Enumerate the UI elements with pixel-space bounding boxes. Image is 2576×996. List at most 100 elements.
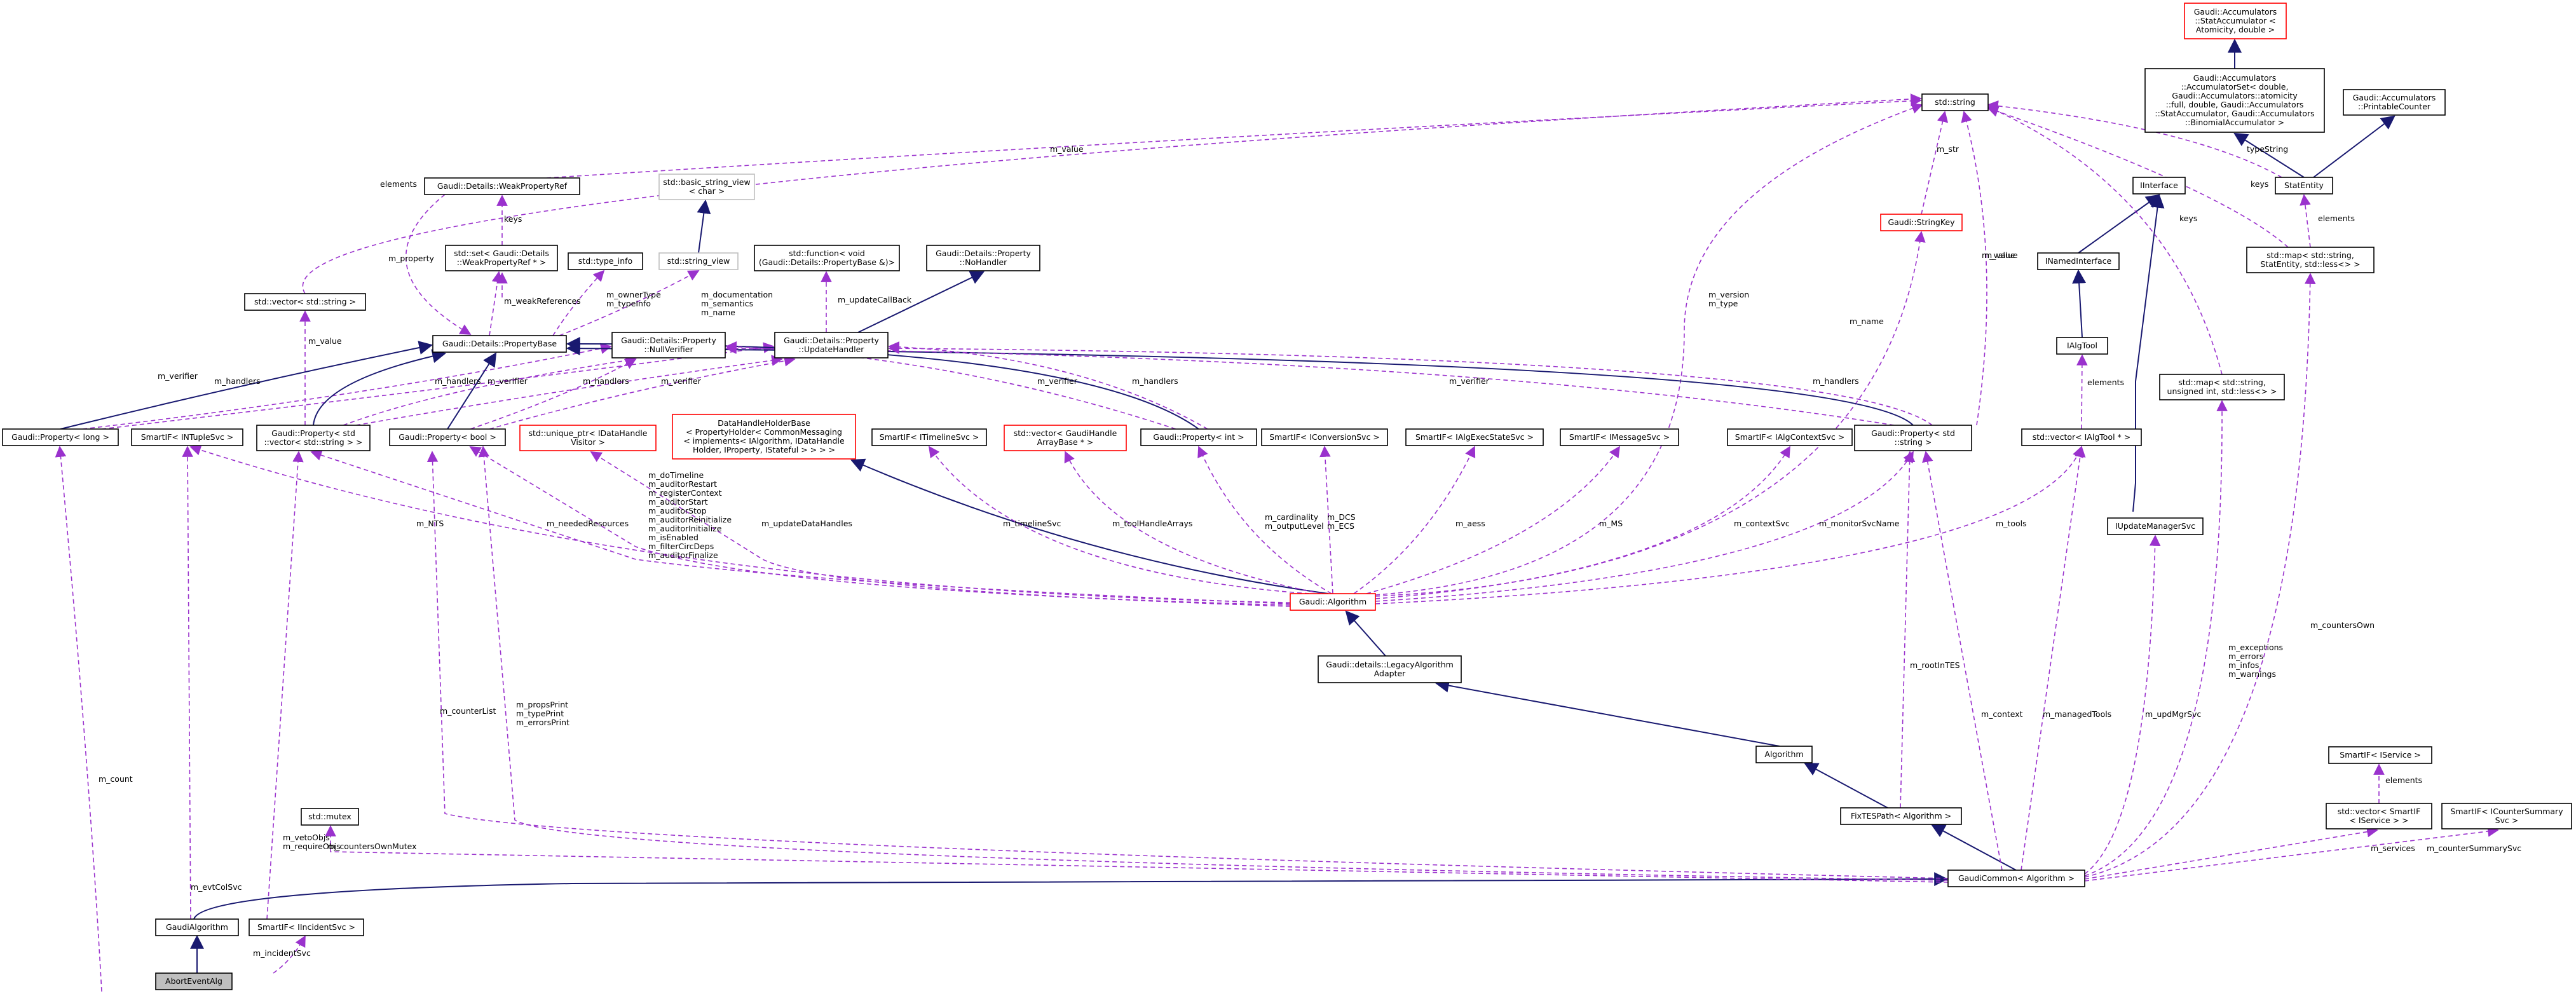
edge-inamed-ialgtool	[2072, 269, 2087, 338]
class-node-nullverifier[interactable]: Gaudi::Details::Property::NullVerifier	[611, 332, 726, 358]
class-node-type-info[interactable]: std::type_info	[568, 252, 643, 270]
class-node-datahandleholder[interactable]: DataHandleHolderBase< PropertyHolder< Co…	[672, 414, 856, 460]
edge-std-string-weakref-value	[546, 95, 1922, 179]
edge-label-l-exceptions: m_errors	[2228, 651, 2263, 661]
node-label: std::unique_ptr< IDataHandle	[529, 428, 648, 438]
edge-label-l-dotimeline: m_auditorRestart	[648, 479, 717, 489]
class-node-sif-message[interactable]: SmartIF< IMessageSvc >	[1560, 428, 1679, 446]
node-label: (Gaudi::Details::PropertyBase &)>	[759, 257, 895, 267]
class-node-propbase[interactable]: Gaudi::Details::PropertyBase	[432, 335, 567, 353]
edge-label-l-property: m_property	[388, 254, 435, 263]
edge-type-info	[552, 269, 605, 336]
class-node-prop-vecstr[interactable]: Gaudi::Property< std::vector< std::strin…	[256, 425, 371, 451]
edge-map-stat	[2084, 273, 2316, 878]
node-box	[1004, 425, 1127, 451]
class-node-prop-int[interactable]: Gaudi::Property< int >	[1140, 428, 1257, 446]
edge-label-l-dotimeline: m_auditorStart	[648, 497, 708, 507]
class-node-abortevent[interactable]: AbortEventAlg	[155, 972, 233, 990]
class-node-weakref[interactable]: Gaudi::Details::WeakPropertyRef	[424, 177, 580, 195]
edge-label-l-elements-svc: elements	[2385, 775, 2422, 785]
edge-label-l-dcs: m_ECS	[1327, 521, 1354, 531]
class-node-iupdatemanager[interactable]: IUpdateManagerSvc	[2107, 517, 2204, 535]
class-node-sif-algexec[interactable]: SmartIF< IAlgExecStateSvc >	[1405, 428, 1544, 446]
node-label: std::set< Gaudi::Details	[454, 249, 549, 258]
edge-printable-statentity	[2313, 115, 2395, 178]
node-box	[2343, 89, 2446, 116]
node-label: unsigned int, std::less<> >	[2167, 386, 2277, 396]
edge-std-string-keys-uint	[1987, 106, 2223, 375]
node-box	[131, 428, 243, 446]
node-box	[2037, 252, 2120, 270]
class-node-inamed[interactable]: INamedInterface	[2037, 252, 2120, 270]
edge-string-view	[559, 270, 700, 336]
class-node-prop-long[interactable]: Gaudi::Property< long >	[2, 428, 119, 446]
class-node-sif-incident[interactable]: SmartIF< IIncidentSvc >	[249, 918, 364, 936]
class-node-sif-iservice[interactable]: SmartIF< IService >	[2328, 746, 2432, 764]
class-node-prop-bool[interactable]: Gaudi::Property< bool >	[389, 428, 506, 446]
class-node-statentity[interactable]: StatEntity	[2275, 177, 2333, 194]
class-node-printable[interactable]: Gaudi::Accumulators::PrintableCounter	[2343, 89, 2446, 116]
class-node-basic-string-view[interactable]: std::basic_string_view< char >	[658, 174, 755, 200]
class-node-vec-string[interactable]: std::vector< std::string >	[244, 293, 366, 311]
edges-layer	[55, 38, 2499, 992]
class-node-vec-sif-service[interactable]: std::vector< SmartIF< IService > >	[2326, 803, 2432, 829]
class-node-nohandler[interactable]: Gaudi::Details::Property::NoHandler	[926, 245, 1040, 271]
node-box	[2326, 803, 2432, 829]
edge-nullverifier-string	[725, 343, 1895, 426]
class-node-sif-algcontext[interactable]: SmartIF< IAlgContextSvc >	[1727, 428, 1853, 446]
edge-label-l-dotimeline: m_auditorStop	[648, 506, 707, 515]
edge-nullverifier-int	[725, 341, 1176, 430]
node-label: < IService > >	[2349, 815, 2408, 825]
edge-label-l-timeline: m_timelineSvc	[1003, 519, 1061, 528]
edge-prop-vecstr-counterlist	[426, 451, 1949, 879]
class-node-map-stat[interactable]: std::map< std::string,StatEntity, std::l…	[2246, 247, 2375, 273]
class-node-fixtespath[interactable]: FixTESPath< Algorithm >	[1840, 807, 1962, 825]
edge-label-l-roottes: m_rootInTES	[1910, 660, 1960, 670]
node-label: Gaudi::Accumulators	[2193, 73, 2277, 83]
node-label: SmartIF< IConversionSvc >	[1269, 432, 1380, 442]
class-node-gaudi-algorithm[interactable]: Gaudi::Algorithm	[1290, 593, 1376, 611]
edge-prop-long-count	[55, 446, 102, 992]
node-box	[774, 332, 889, 358]
class-node-updatehandler[interactable]: Gaudi::Details::Property::UpdateHandler	[774, 332, 889, 358]
node-box	[2159, 374, 2285, 400]
edge-label-l-cardinality: m_cardinality	[1265, 512, 1319, 522]
class-node-accset[interactable]: Gaudi::Accumulators::AccumulatorSet< dou…	[2144, 68, 2325, 133]
edge-std-string-value	[1961, 111, 1987, 426]
class-node-statacc[interactable]: Gaudi::Accumulators::StatAccumulator <At…	[2184, 3, 2287, 39]
class-node-vec-algtool[interactable]: std::vector< IAlgTool * >	[2021, 428, 2142, 446]
class-node-map-uint[interactable]: std::map< std::string,unsigned int, std:…	[2159, 374, 2285, 400]
node-box	[2132, 177, 2186, 194]
class-node-set-weakref[interactable]: std::set< Gaudi::Details::WeakPropertyRe…	[445, 245, 558, 271]
class-node-gaudicommon[interactable]: GaudiCommon< Algorithm >	[1947, 870, 2085, 887]
class-node-sif-conversion[interactable]: SmartIF< IConversionSvc >	[1261, 428, 1388, 446]
node-box	[424, 177, 580, 195]
class-node-sif-timeline[interactable]: SmartIF< ITimelineSvc >	[871, 428, 987, 446]
node-label: Adapter	[1374, 669, 1406, 678]
node-box	[2056, 337, 2108, 355]
class-node-string-view[interactable]: std::string_view	[658, 252, 739, 270]
class-node-stringkey[interactable]: Gaudi::StringKey	[1880, 214, 1963, 231]
node-label: ::NullVerifier	[644, 345, 693, 354]
edge-updatehandler-bool	[489, 355, 796, 430]
edge-label-l-keys-stat: keys	[2251, 179, 2268, 189]
class-node-std-string[interactable]: std::string	[1921, 93, 1989, 111]
class-node-sif-ntuple[interactable]: SmartIF< INTupleSvc >	[131, 428, 243, 446]
class-node-ialgtool[interactable]: IAlgTool	[2056, 337, 2108, 355]
class-node-gaudialgorithm[interactable]: GaudiAlgorithm	[155, 918, 239, 936]
edge-label-l-veto: m_vetoObjs	[283, 833, 330, 842]
node-box	[754, 245, 900, 271]
class-node-algorithm[interactable]: Algorithm	[1755, 746, 1813, 763]
class-node-interface[interactable]: IInterface	[2132, 177, 2186, 194]
node-box	[2246, 247, 2375, 273]
edge-gaudicommon-gaudialgorithm	[193, 872, 1949, 920]
node-label: Gaudi::Details::WeakPropertyRef	[437, 181, 568, 191]
class-node-prop-stdstring[interactable]: Gaudi::Property< std::string >	[1854, 425, 1972, 451]
edge-label-l-veto: m_requireObjs	[283, 842, 341, 851]
class-node-std-mutex[interactable]: std::mutex	[301, 808, 359, 826]
class-node-function-void[interactable]: std::function< void(Gaudi::Details::Prop…	[754, 245, 900, 271]
